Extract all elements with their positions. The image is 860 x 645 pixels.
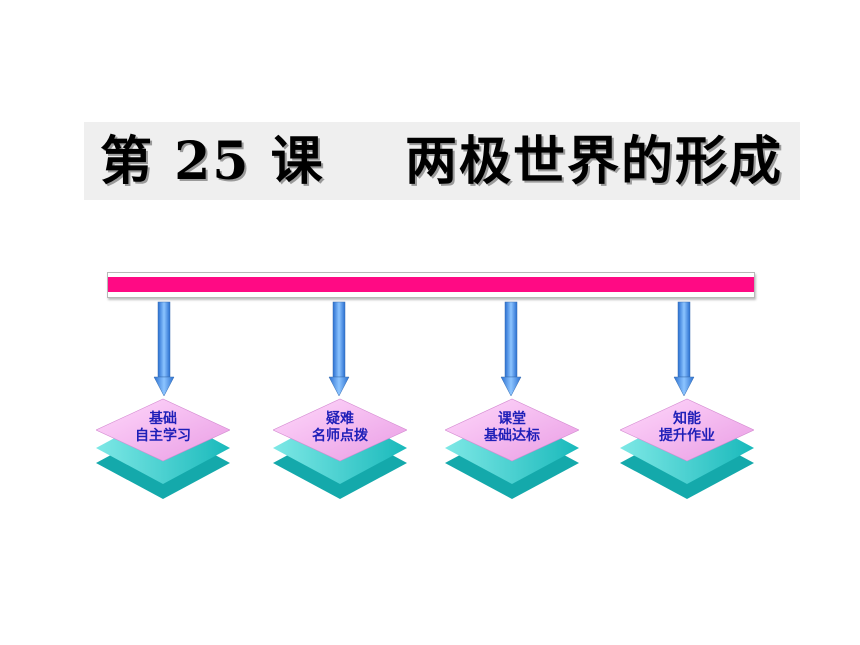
node-label-line1: 疑难	[326, 411, 354, 427]
arrow-down-icon	[273, 301, 407, 499]
timeline-bar	[107, 272, 755, 298]
node-label: 基础 自主学习	[96, 411, 230, 445]
node-label-line2: 自主学习	[135, 428, 191, 444]
arrow-down-icon	[96, 301, 230, 499]
nav-node-basic-study[interactable]: 基础 自主学习	[96, 300, 230, 505]
node-label-line2: 基础达标	[484, 428, 540, 444]
node-label-line2: 名师点拨	[312, 428, 368, 444]
node-label: 课堂 基础达标	[445, 411, 579, 445]
slide-title: 第 25 课 两极世界的形成	[100, 131, 783, 192]
node-label: 知能 提升作业	[620, 411, 754, 445]
arrow-down-icon	[445, 301, 579, 499]
title-background	[84, 122, 800, 200]
nav-node-homework[interactable]: 知能 提升作业	[620, 300, 754, 505]
nav-node-teacher-tips[interactable]: 疑难 名师点拨	[273, 300, 407, 505]
arrow-down-icon	[620, 301, 754, 499]
node-label: 疑难 名师点拨	[273, 411, 407, 445]
node-label-line2: 提升作业	[659, 428, 715, 444]
nav-node-class-standard[interactable]: 课堂 基础达标	[445, 300, 579, 505]
node-label-line1: 课堂	[498, 411, 526, 427]
node-label-line1: 基础	[149, 411, 177, 427]
node-label-line1: 知能	[673, 411, 701, 427]
